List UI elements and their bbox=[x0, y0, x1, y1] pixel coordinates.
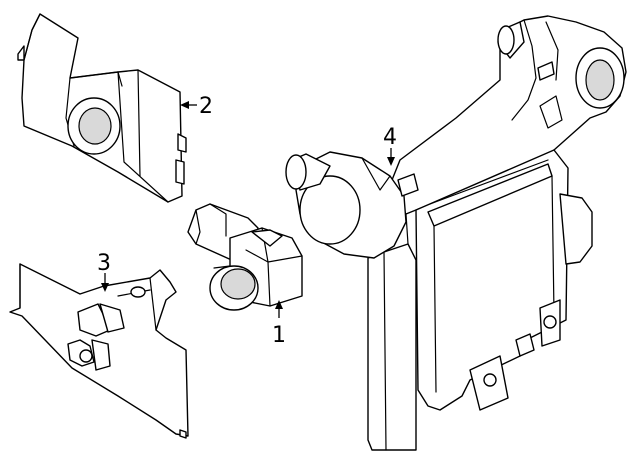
part-4-module bbox=[285, 15, 627, 451]
callout-2: 2 bbox=[199, 94, 213, 119]
part-3-plate bbox=[9, 263, 189, 439]
callout-1-group: 1 bbox=[272, 300, 286, 348]
callout-1: 1 bbox=[272, 323, 286, 348]
arrowhead-2 bbox=[180, 101, 189, 109]
arrowhead-4 bbox=[387, 157, 395, 166]
callout-2-group: 2 bbox=[180, 94, 213, 119]
part-2-bracket bbox=[17, 13, 187, 203]
callout-4: 4 bbox=[383, 125, 397, 150]
callout-4-group: 4 bbox=[383, 125, 397, 166]
arrowhead-3 bbox=[101, 283, 109, 292]
callout-3: 3 bbox=[97, 251, 111, 276]
callout-3-group: 3 bbox=[97, 251, 111, 292]
arrowhead-1 bbox=[275, 300, 283, 309]
part-1-sensor bbox=[187, 203, 303, 311]
